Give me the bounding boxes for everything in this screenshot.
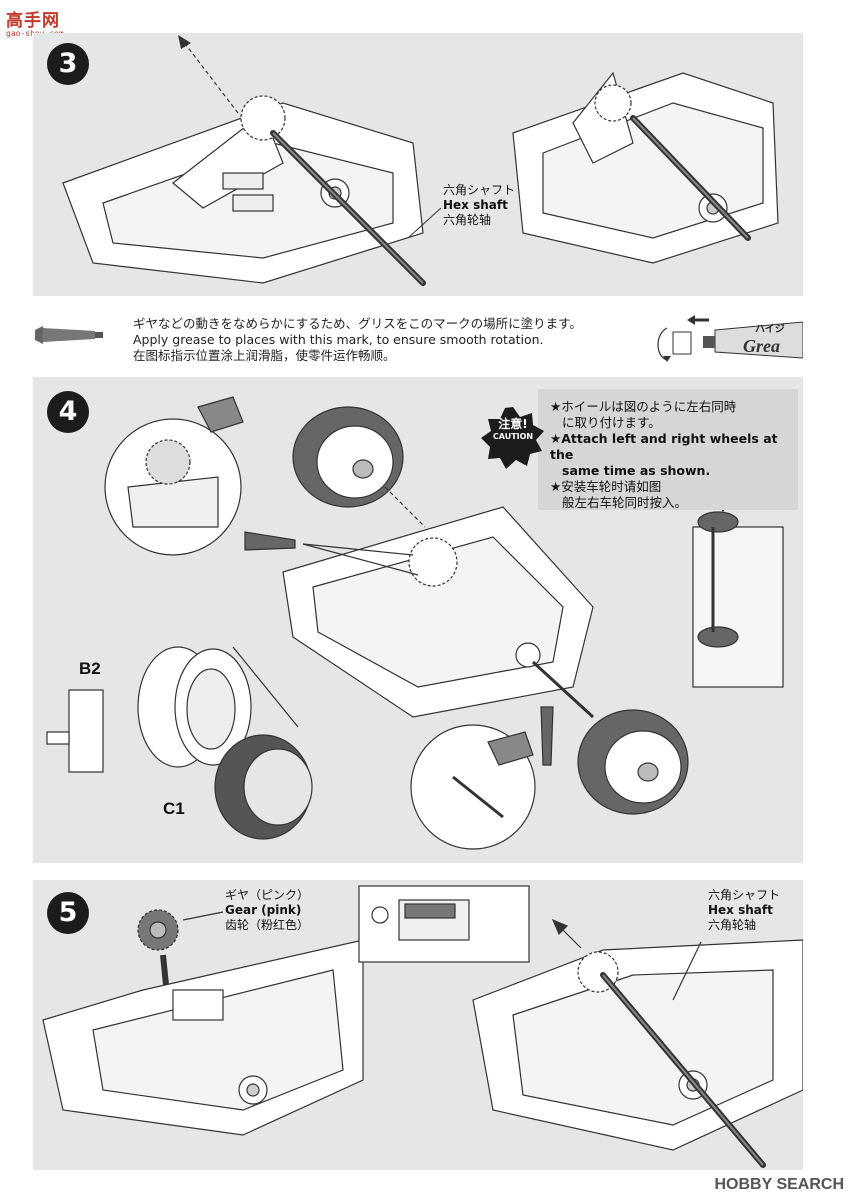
- part-c1-label: C1: [163, 799, 185, 818]
- footer-brand-text: HOBBY SEARCH: [714, 1176, 845, 1193]
- step-5-number: 5: [47, 892, 89, 934]
- footer-brand: HOBBY SEARCH: [715, 1176, 845, 1194]
- hex-shaft-jp: 六角シャフト: [443, 183, 516, 197]
- grease-tube-label-jp: ハイジ: [755, 324, 785, 335]
- gear-cn: 齿轮（粉红色）: [225, 918, 310, 932]
- grease-tube-icon: [35, 326, 103, 344]
- gear-en: Gear (pink): [225, 903, 302, 917]
- hex-shaft-cn-5: 六角轮轴: [708, 918, 757, 932]
- step-3-illustration: [62, 35, 779, 286]
- step-5-panel: 5: [33, 880, 803, 1170]
- caution-text: ★ホイールは図のように左右同時 に取り付けます。 ★Attach left an…: [550, 399, 798, 511]
- step-3-hex-shaft-label: 六角シャフト Hex shaft 六角轮轴: [443, 183, 515, 228]
- step-4-number: 4: [47, 391, 89, 433]
- step-3-number: 3: [47, 43, 89, 85]
- grease-note-cn: 在图标指示位置涂上润滑脂，使零件运作畅顺。: [133, 348, 396, 363]
- caution-line-3: ★Attach left and right wheels at the: [550, 431, 778, 462]
- hex-shaft-cn: 六角轮轴: [443, 213, 492, 227]
- grease-note-en: Apply grease to places with this mark, t…: [133, 332, 544, 347]
- caution-badge: 注意! CAUTION: [487, 415, 539, 441]
- caution-badge-en: CAUTION: [492, 432, 534, 441]
- grease-tube-label-en: Grea: [743, 336, 780, 356]
- step-5-hex-shaft-label: 六角シャフト Hex shaft 六角轮轴: [708, 888, 780, 933]
- step-4-illustration: [46, 396, 784, 850]
- part-b2-label: B2: [79, 659, 101, 678]
- caution-line-6: 般左右车轮同时按入。: [562, 495, 688, 510]
- caution-line-2: に取り付けます。: [562, 415, 661, 430]
- caution-badge-icon: [481, 407, 544, 469]
- hex-shaft-en: Hex shaft: [443, 198, 508, 212]
- grease-note: ギヤなどの動きをなめらかにするため、グリスをこのマークの場所に塗ります。 App…: [33, 312, 803, 368]
- step-3-panel: 3 六角シャフト He: [33, 33, 803, 296]
- caution-line-5: ★安装车轮时请如图: [550, 479, 662, 494]
- caution-line-4: same time as shown.: [562, 463, 711, 478]
- gear-jp: ギヤ（ピンク）: [225, 888, 310, 902]
- step-5-illustration: [42, 885, 803, 1168]
- site-logo-text: 高手网: [6, 11, 60, 31]
- grease-application-icon: [657, 315, 803, 362]
- hex-shaft-en-5: Hex shaft: [708, 903, 773, 917]
- caution-box: ★ホイールは図のように左右同時 に取り付けます。 ★Attach left an…: [538, 389, 798, 510]
- step-5-gear-label: ギヤ（ピンク） Gear (pink) 齿轮（粉红色）: [225, 888, 309, 933]
- caution-line-1: ★ホイールは図のように左右同時: [550, 399, 737, 414]
- grease-note-text: ギヤなどの動きをなめらかにするため、グリスをこのマークの場所に塗ります。 App…: [133, 316, 582, 364]
- grease-note-jp: ギヤなどの動きをなめらかにするため、グリスをこのマークの場所に塗ります。: [133, 316, 582, 331]
- caution-badge-jp: 注意!: [498, 417, 528, 431]
- hex-shaft-jp-5: 六角シャフト: [708, 888, 781, 902]
